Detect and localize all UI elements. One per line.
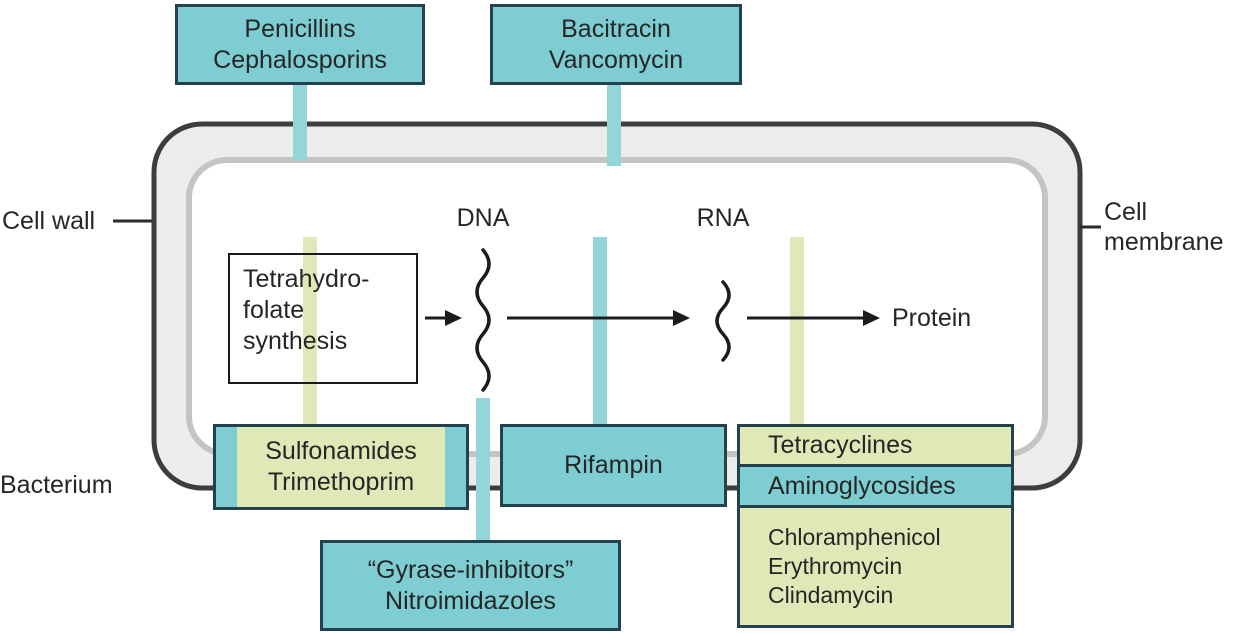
- bacterium-label: Bacterium: [0, 471, 113, 499]
- connector-gyrase-to-dna: [476, 398, 490, 550]
- connector-bacitracin-to-membrane: [607, 84, 621, 166]
- arrow-rna-to-protein-head: [863, 310, 880, 326]
- box-label: Penicillins: [244, 14, 356, 43]
- tetracyclines-box: Tetracyclines: [737, 424, 1014, 467]
- cell-wall-label: Cell wall: [2, 207, 96, 235]
- arrow-folate-to-dna-head: [445, 310, 462, 326]
- box-label: Chloramphenicol: [768, 524, 941, 550]
- box-label: Clindamycin: [768, 582, 894, 608]
- box-label: folate: [243, 296, 305, 324]
- dna-strand-icon: [475, 248, 491, 392]
- box-label: “Gyrase-inhibitors”: [367, 555, 574, 584]
- tetrahydrofolate-synthesis-box: Tetrahydro- folate synthesis: [228, 253, 418, 384]
- protein-label: Protein: [892, 304, 972, 332]
- cell-membrane-label: Cell membrane: [1104, 197, 1224, 257]
- box-label: Nitroimidazoles: [385, 586, 556, 615]
- aminoglycosides-box: Aminoglycosides: [737, 464, 1014, 508]
- box-label: Cephalosporins: [213, 45, 387, 74]
- connector-rifampin-to-rna-synthesis: [593, 237, 607, 433]
- rna-label: RNA: [696, 204, 750, 232]
- box-label: Trimethoprim: [267, 468, 415, 496]
- bacitracin-box: Bacitracin Vancomycin: [490, 4, 742, 85]
- connector-tetracyclines-to-translation: [790, 237, 804, 433]
- penicillins-box: Penicillins Cephalosporins: [175, 4, 425, 85]
- cell-membrane-label-line2: membrane: [1104, 228, 1224, 256]
- box-label: Bacitracin: [561, 14, 671, 43]
- box-label: Vancomycin: [548, 45, 684, 74]
- protein-synthesis-inhibitors-box: Chloramphenicol Erythromycin Clindamycin: [737, 505, 1014, 628]
- gyrase-inhibitors-box: “Gyrase-inhibitors” Nitroimidazoles: [320, 540, 621, 631]
- box-label: Sulfonamides: [265, 437, 417, 465]
- rifampin-box: Rifampin: [500, 424, 727, 507]
- connector-sulfonamides-to-folate: [303, 237, 317, 437]
- dna-label: DNA: [456, 204, 510, 232]
- box-label: Rifampin: [564, 451, 663, 479]
- arrow-dna-to-rna-head: [673, 310, 690, 326]
- rna-strand-icon: [715, 280, 731, 362]
- box-label: Erythromycin: [768, 553, 903, 579]
- box-label: Aminoglycosides: [768, 471, 956, 500]
- box-label: Tetrahydro-: [243, 265, 370, 293]
- connector-penicillins-to-cell-wall: [293, 84, 307, 160]
- box-label: Tetracyclines: [768, 431, 913, 459]
- box-label: synthesis: [243, 327, 348, 355]
- sulfonamides-box: Sulfonamides Trimethoprim: [213, 424, 469, 510]
- cell-membrane-label-line1: Cell: [1104, 198, 1148, 226]
